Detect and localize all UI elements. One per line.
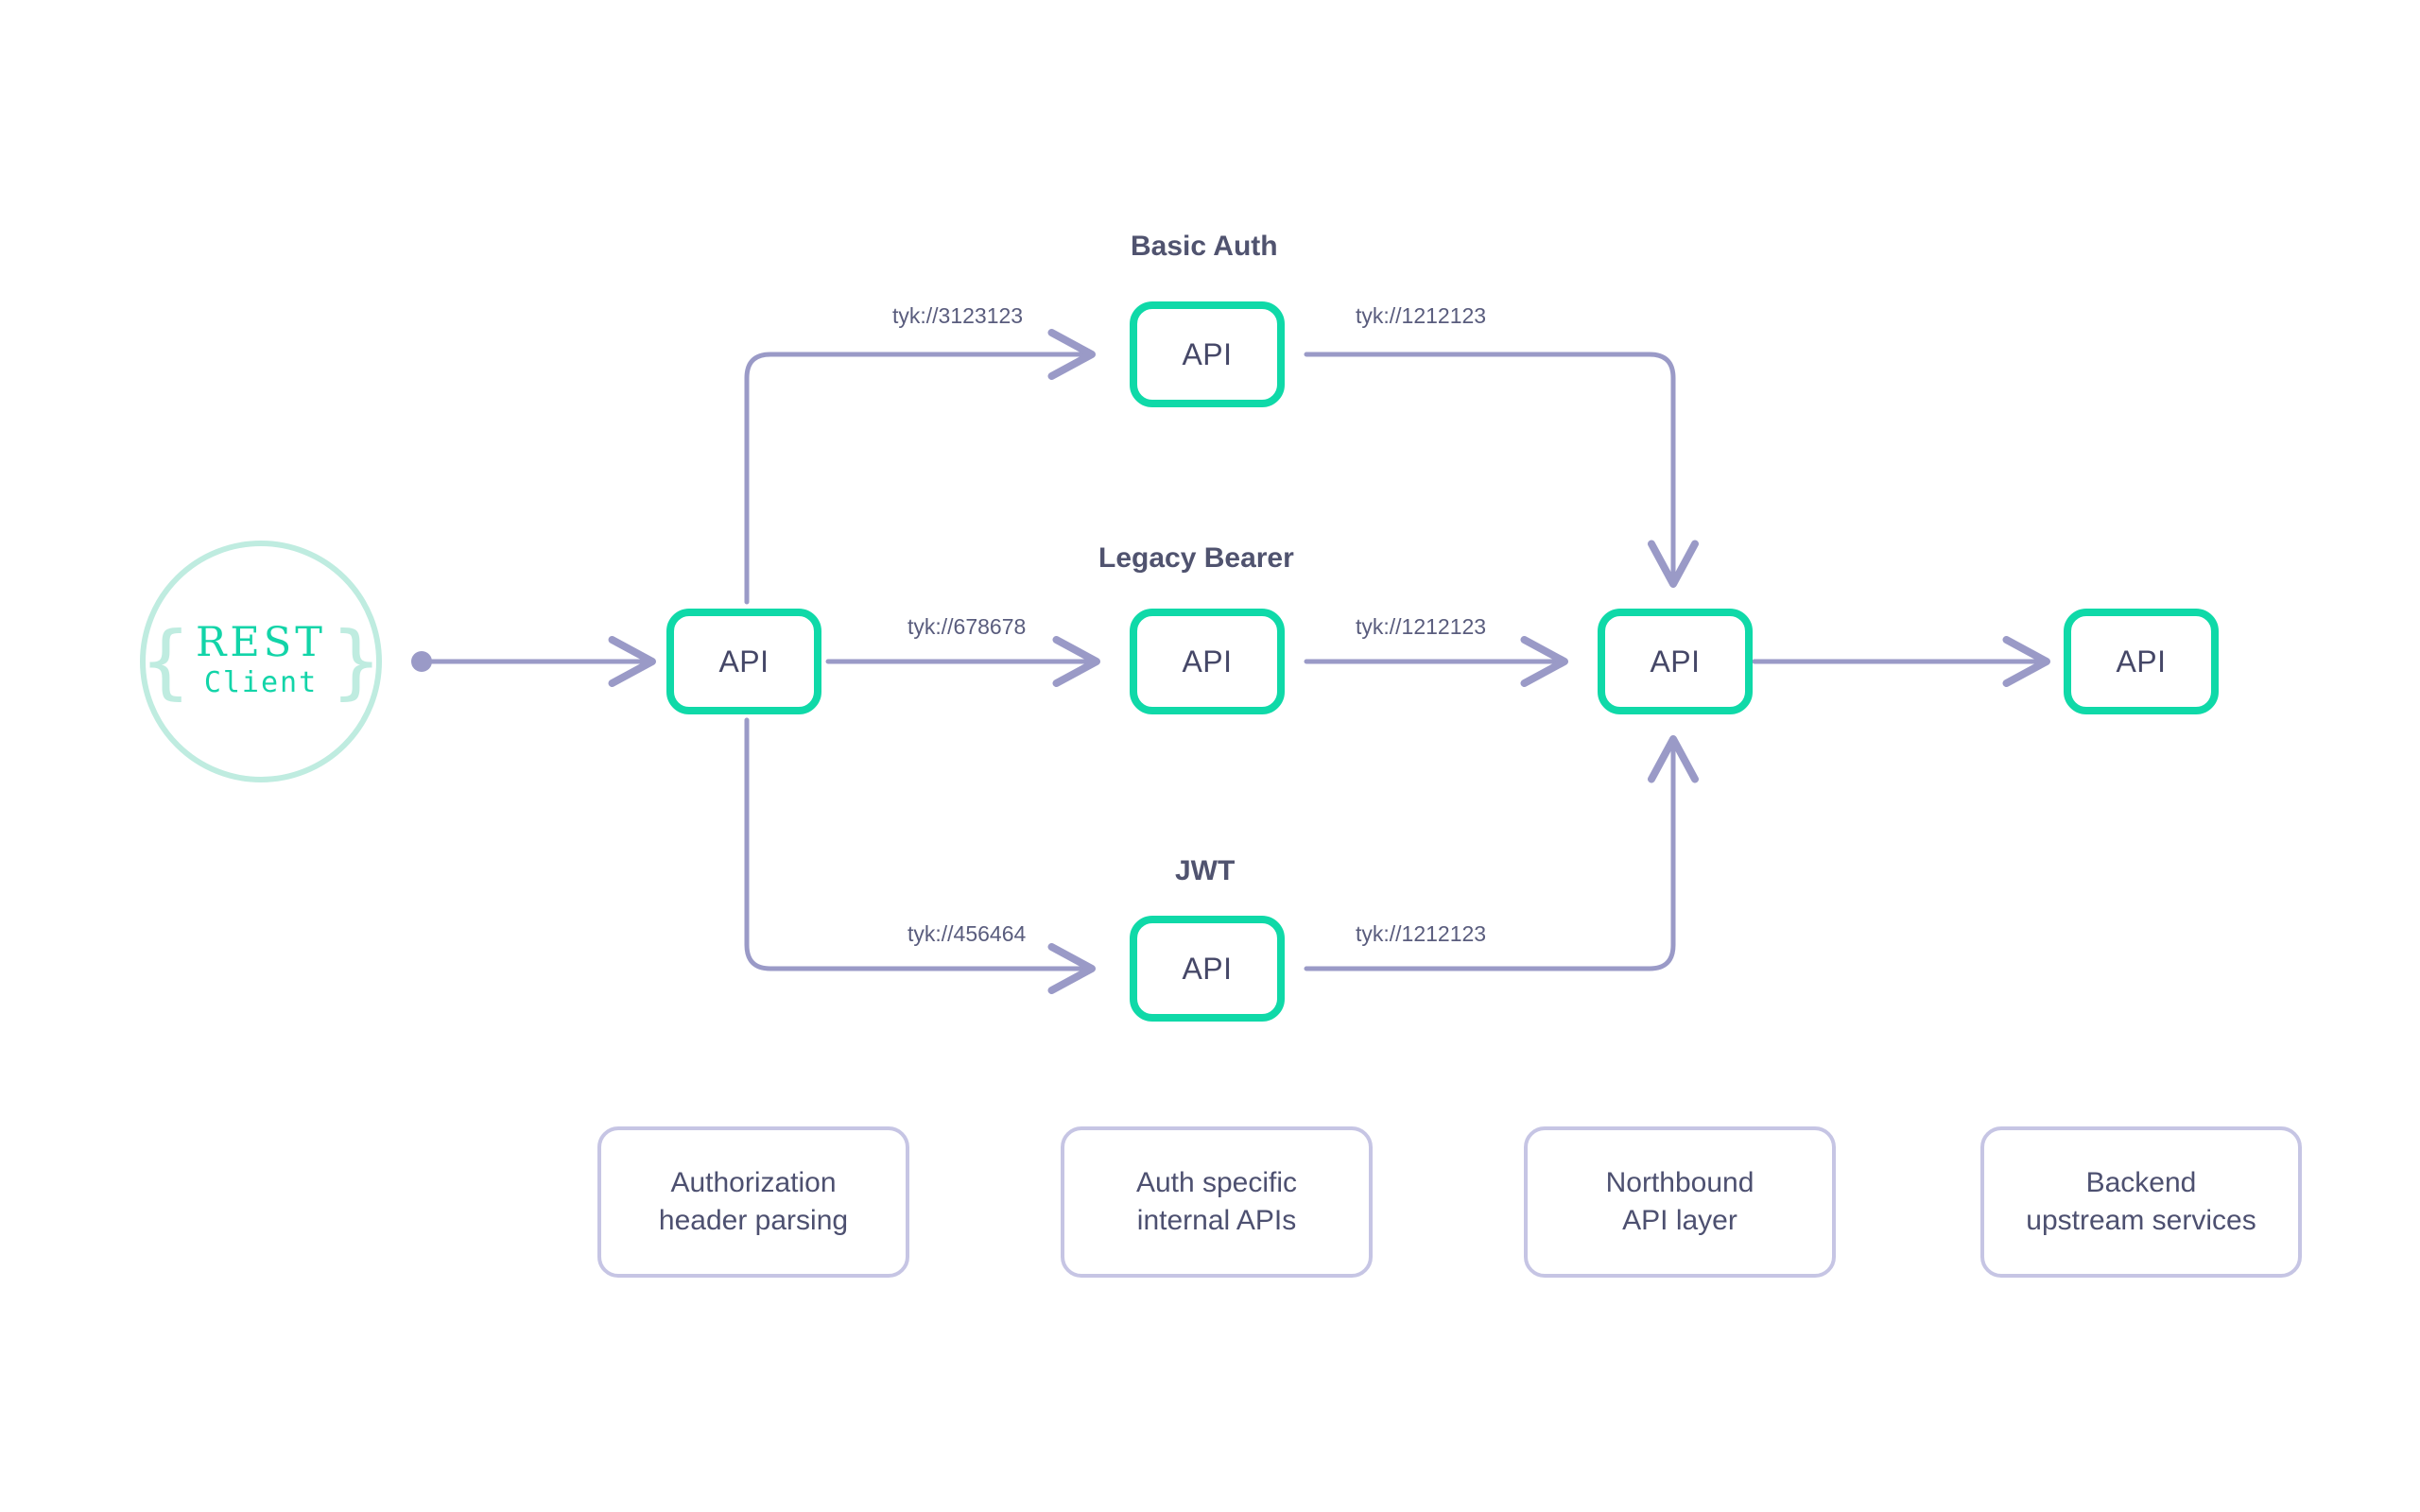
caption-text: Auth specific internal APIs [1135, 1166, 1298, 1237]
right-brace-icon: } [331, 614, 381, 709]
edge-label-legacy-bearer-out: tyk://1212123 [1356, 614, 1487, 639]
api-node-legacy-bearer[interactable]: API [1130, 609, 1285, 714]
caption-backend-upstream-services: Backend upstream services [1980, 1126, 2302, 1278]
client-origin-dot [411, 651, 432, 672]
row-heading-basic-auth: Basic Auth [1131, 231, 1278, 262]
api-node-basic-auth[interactable]: API [1130, 301, 1285, 407]
api-node-label: API [1650, 644, 1701, 679]
caption-text: Authorization header parsing [658, 1166, 849, 1237]
edge-label-jwt-out: tyk://1212123 [1356, 921, 1487, 946]
api-node-backend[interactable]: API [2064, 609, 2219, 714]
caption-northbound-api-layer: Northbound API layer [1524, 1126, 1836, 1278]
api-node-label: API [2116, 644, 2167, 679]
caption-text: Northbound API layer [1605, 1166, 1754, 1237]
api-node-northbound[interactable]: API [1598, 609, 1753, 714]
api-node-jwt[interactable]: API [1130, 916, 1285, 1022]
edge-label-legacy-bearer-in: tyk://678678 [908, 614, 1027, 639]
rest-client-node[interactable]: { REST Client } [140, 541, 382, 782]
api-node-parser[interactable]: API [666, 609, 821, 714]
caption-auth-specific-internal-apis: Auth specific internal APIs [1061, 1126, 1373, 1278]
rest-client-words: REST Client [196, 618, 326, 701]
edge-label-jwt-in: tyk://456464 [908, 921, 1027, 946]
edge-label-basic-auth-in: tyk://3123123 [892, 303, 1024, 328]
caption-authorization-header-parsing: Authorization header parsing [597, 1126, 909, 1278]
rest-client-inner: { REST Client } [135, 621, 386, 702]
edge-parser-to-basic-auth [744, 329, 1096, 605]
rest-client-subtitle: Client [203, 666, 319, 700]
api-node-label: API [718, 644, 769, 679]
edge-label-basic-auth-out: tyk://1212123 [1356, 303, 1487, 328]
api-node-label: API [1182, 336, 1233, 371]
api-node-label: API [1182, 951, 1233, 986]
row-heading-jwt: JWT [1175, 855, 1236, 886]
row-heading-legacy-bearer: Legacy Bearer [1098, 542, 1294, 574]
api-node-label: API [1182, 644, 1233, 679]
rest-client-title: REST [196, 618, 326, 666]
caption-text: Backend upstream services [2026, 1166, 2256, 1237]
left-brace-icon: { [141, 614, 191, 709]
edge-basic-auth-to-northbound [1304, 352, 1699, 588]
